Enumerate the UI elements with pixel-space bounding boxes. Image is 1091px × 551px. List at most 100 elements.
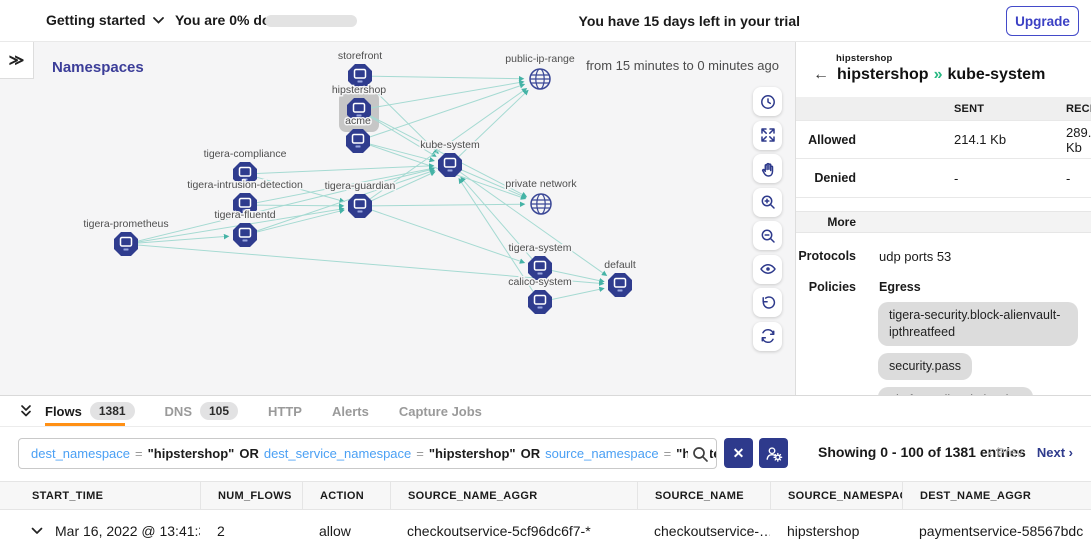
node-label-kube-system: kube-system: [420, 139, 480, 151]
policy-chip-list: tigera-security.block-alienvault-ipthrea…: [878, 302, 1091, 395]
graph-tool-refresh-icon[interactable]: [753, 321, 782, 351]
namespace-node-kube-system[interactable]: [438, 153, 462, 177]
graph-edge: [244, 163, 435, 175]
column-header-source_name_aggr[interactable]: SOURCE_NAME_AGGR: [390, 481, 637, 510]
namespace-node-tigera-guardian[interactable]: [348, 194, 372, 218]
collapse-sidebar-button[interactable]: ≫: [0, 42, 34, 79]
graph-edge: [449, 164, 527, 199]
column-header-start_time[interactable]: START_TIME: [32, 489, 104, 502]
namespace-node-tigera-system[interactable]: [528, 256, 552, 280]
collapse-panel-icon[interactable]: [18, 404, 34, 423]
table-row[interactable]: Mar 16, 2022 @ 13:41:35.0002allowcheckou…: [0, 510, 1091, 551]
query-token-bool: OR: [239, 446, 259, 461]
column-header-source_namespace[interactable]: SOURCE_NAMESPACE: [770, 481, 902, 510]
namespace-node-tigera-prometheus[interactable]: [114, 232, 138, 256]
protocols-label: Protocols: [798, 249, 856, 263]
expand-row-icon[interactable]: [31, 527, 43, 535]
graph-toolbar: [753, 87, 782, 351]
node-label-acme: acme: [345, 115, 371, 127]
namespace-node-tigera-fluentd[interactable]: [233, 223, 257, 247]
namespace-node-acme[interactable]: [346, 129, 370, 153]
service-graph[interactable]: storefronthipstershopacmekube-systempubl…: [0, 42, 796, 395]
column-header-num_flows[interactable]: NUM_FLOWS: [200, 481, 302, 510]
query-token-op: =: [416, 446, 424, 461]
graph-edge: [244, 166, 435, 206]
query-token-field: source_namespace: [545, 446, 659, 461]
chevron-down-icon: [152, 16, 164, 24]
policies-direction: Egress: [879, 280, 921, 294]
showing-entries-label: Showing 0 - 100 of 1381 entries: [818, 444, 1026, 460]
node-label-default: default: [604, 259, 636, 271]
graph-edge: [125, 233, 230, 245]
graph-tool-zoom-out-icon[interactable]: [753, 221, 782, 250]
graph-edge: [359, 75, 439, 154]
query-token-value: "hipstershop": [428, 446, 516, 461]
graph-title: Namespaces: [52, 59, 144, 76]
graph-edge: [357, 83, 526, 142]
graph-edge: [460, 176, 541, 269]
namespace-node-calico-system[interactable]: [528, 290, 552, 314]
node-label-tigera-compliance: tigera-compliance: [204, 148, 287, 160]
more-section-header[interactable]: More: [796, 211, 1091, 233]
graph-tool-clock-icon[interactable]: [753, 87, 782, 116]
graph-edge: [358, 109, 528, 197]
clock-icon: [760, 94, 775, 109]
network-node-private-network[interactable]: [530, 193, 552, 215]
graph-tool-expand-icon[interactable]: [753, 120, 782, 150]
tab-capture-jobs[interactable]: Capture Jobs: [398, 403, 482, 419]
details-title: hipstershop»kube-system: [837, 66, 1046, 83]
namespace-node-default[interactable]: [608, 273, 632, 297]
getting-started-menu[interactable]: Getting started: [46, 12, 164, 28]
zoom-out-icon: [761, 229, 775, 243]
column-header-source_name[interactable]: SOURCE_NAME: [637, 481, 770, 510]
stats-col-sent: SENT: [954, 102, 985, 115]
graph-tool-pan-icon[interactable]: [753, 154, 782, 183]
graph-tool-zoom-in-icon[interactable]: [753, 187, 782, 217]
graph-edge: [359, 201, 526, 207]
policy-chip[interactable]: security.pass: [878, 352, 973, 380]
getting-started-label: Getting started: [46, 12, 146, 28]
node-label-calico-system: calico-system: [508, 276, 572, 288]
node-label-tigera-system: tigera-system: [508, 242, 571, 254]
pan-icon: [761, 162, 773, 177]
query-token-field: dest_service_namespace: [263, 446, 412, 461]
user-settings-button[interactable]: [759, 438, 788, 468]
tab-alerts[interactable]: Alerts: [331, 403, 369, 419]
node-label-hipstershop: hipstershop: [332, 84, 386, 96]
namespace-node-tigera-intrusion-detection[interactable]: [233, 193, 257, 217]
graph-edge: [359, 171, 436, 207]
user-gear-icon: [766, 446, 783, 462]
graph-edge: [244, 169, 436, 236]
node-label-tigera-fluentd: tigera-fluentd: [214, 209, 275, 221]
next-page-link[interactable]: Next ›: [1036, 445, 1073, 460]
graph-edge: [449, 89, 529, 166]
namespace-node-hipstershop[interactable]: [347, 98, 371, 122]
search-icon[interactable]: [688, 445, 710, 468]
policy-chip[interactable]: tigera-security.block-alienvault-ipthrea…: [878, 302, 1078, 346]
tab-count-badge: 1381: [89, 402, 135, 420]
namespace-node-tigera-compliance[interactable]: [233, 162, 257, 186]
top-bar: Getting started You are 0% done You have…: [0, 0, 1091, 42]
graph-edge: [359, 75, 525, 82]
tab-http[interactable]: HTTP: [268, 403, 302, 419]
graph-tool-visibility-icon[interactable]: [753, 254, 782, 284]
policy-chip[interactable]: platform.allow-kube-dns: [878, 386, 1033, 395]
column-header-action[interactable]: ACTION: [302, 481, 390, 510]
namespace-node-storefront[interactable]: [348, 64, 372, 88]
column-header-dest_name_aggr[interactable]: DEST_NAME_AGGR: [902, 481, 1091, 510]
network-node-public-ip-range[interactable]: [529, 68, 551, 90]
back-arrow-icon[interactable]: ←: [813, 66, 829, 83]
clear-query-button[interactable]: ✕: [724, 438, 753, 468]
progress-bar: [265, 15, 357, 27]
query-token-op: =: [135, 446, 143, 461]
close-icon: ✕: [732, 444, 745, 461]
upgrade-button[interactable]: Upgrade: [1006, 6, 1079, 36]
graph-tool-undo-icon[interactable]: [753, 288, 782, 317]
progress-label: You are 0% done: [175, 12, 287, 28]
prev-page-link[interactable]: ‹ Prev: [988, 445, 1023, 460]
